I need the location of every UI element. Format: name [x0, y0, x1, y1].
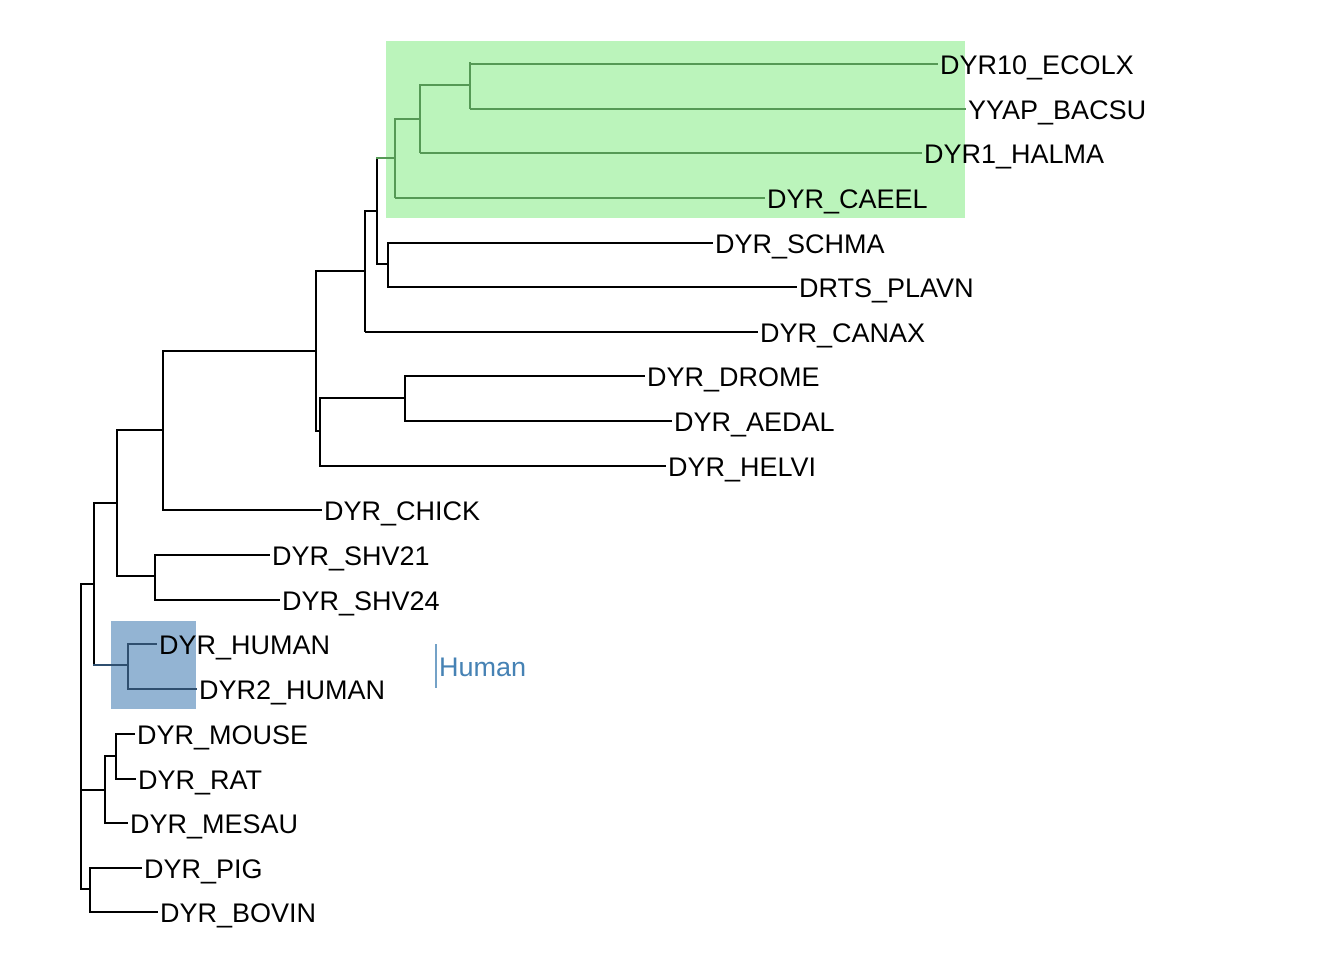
tip-label: DYR_BOVIN: [160, 898, 316, 928]
tip-label: DYR_CANAX: [760, 318, 925, 348]
tip-label: DYR_RAT: [138, 765, 262, 795]
tip-label: DYR_CAEEL: [767, 184, 928, 214]
tip-label: DYR_SHV24: [282, 586, 440, 616]
tip-label: YYAP_BACSU: [968, 95, 1146, 125]
clade-label-human: Human: [439, 652, 526, 682]
tip-label: DYR_HELVI: [668, 452, 816, 482]
tip-labels: DYR10_ECOLX YYAP_BACSU DYR1_HALMA DYR_CAEEL…: [130, 50, 1146, 928]
tip-label: DYR_DROME: [647, 362, 820, 392]
tip-label: DYR_MESAU: [130, 809, 298, 839]
tip-label: DYR_MOUSE: [137, 720, 308, 750]
tip-label: DYR_PIG: [144, 854, 263, 884]
tip-label: DYR_AEDAL: [674, 407, 835, 437]
tip-label: DYR_CHICK: [324, 496, 480, 526]
tip-label: DYR10_ECOLX: [940, 50, 1134, 80]
tip-label: DYR_SCHMA: [715, 229, 885, 259]
tip-label: DYR1_HALMA: [924, 139, 1104, 169]
highlight-bacteria-clade: [386, 41, 965, 218]
tip-label: DYR2_HUMAN: [199, 675, 385, 705]
tip-label: DRTS_PLAVN: [799, 273, 974, 303]
tip-label: DYR_HUMAN: [159, 630, 330, 660]
tip-label: DYR_SHV21: [272, 541, 430, 571]
branches: [80, 62, 966, 913]
